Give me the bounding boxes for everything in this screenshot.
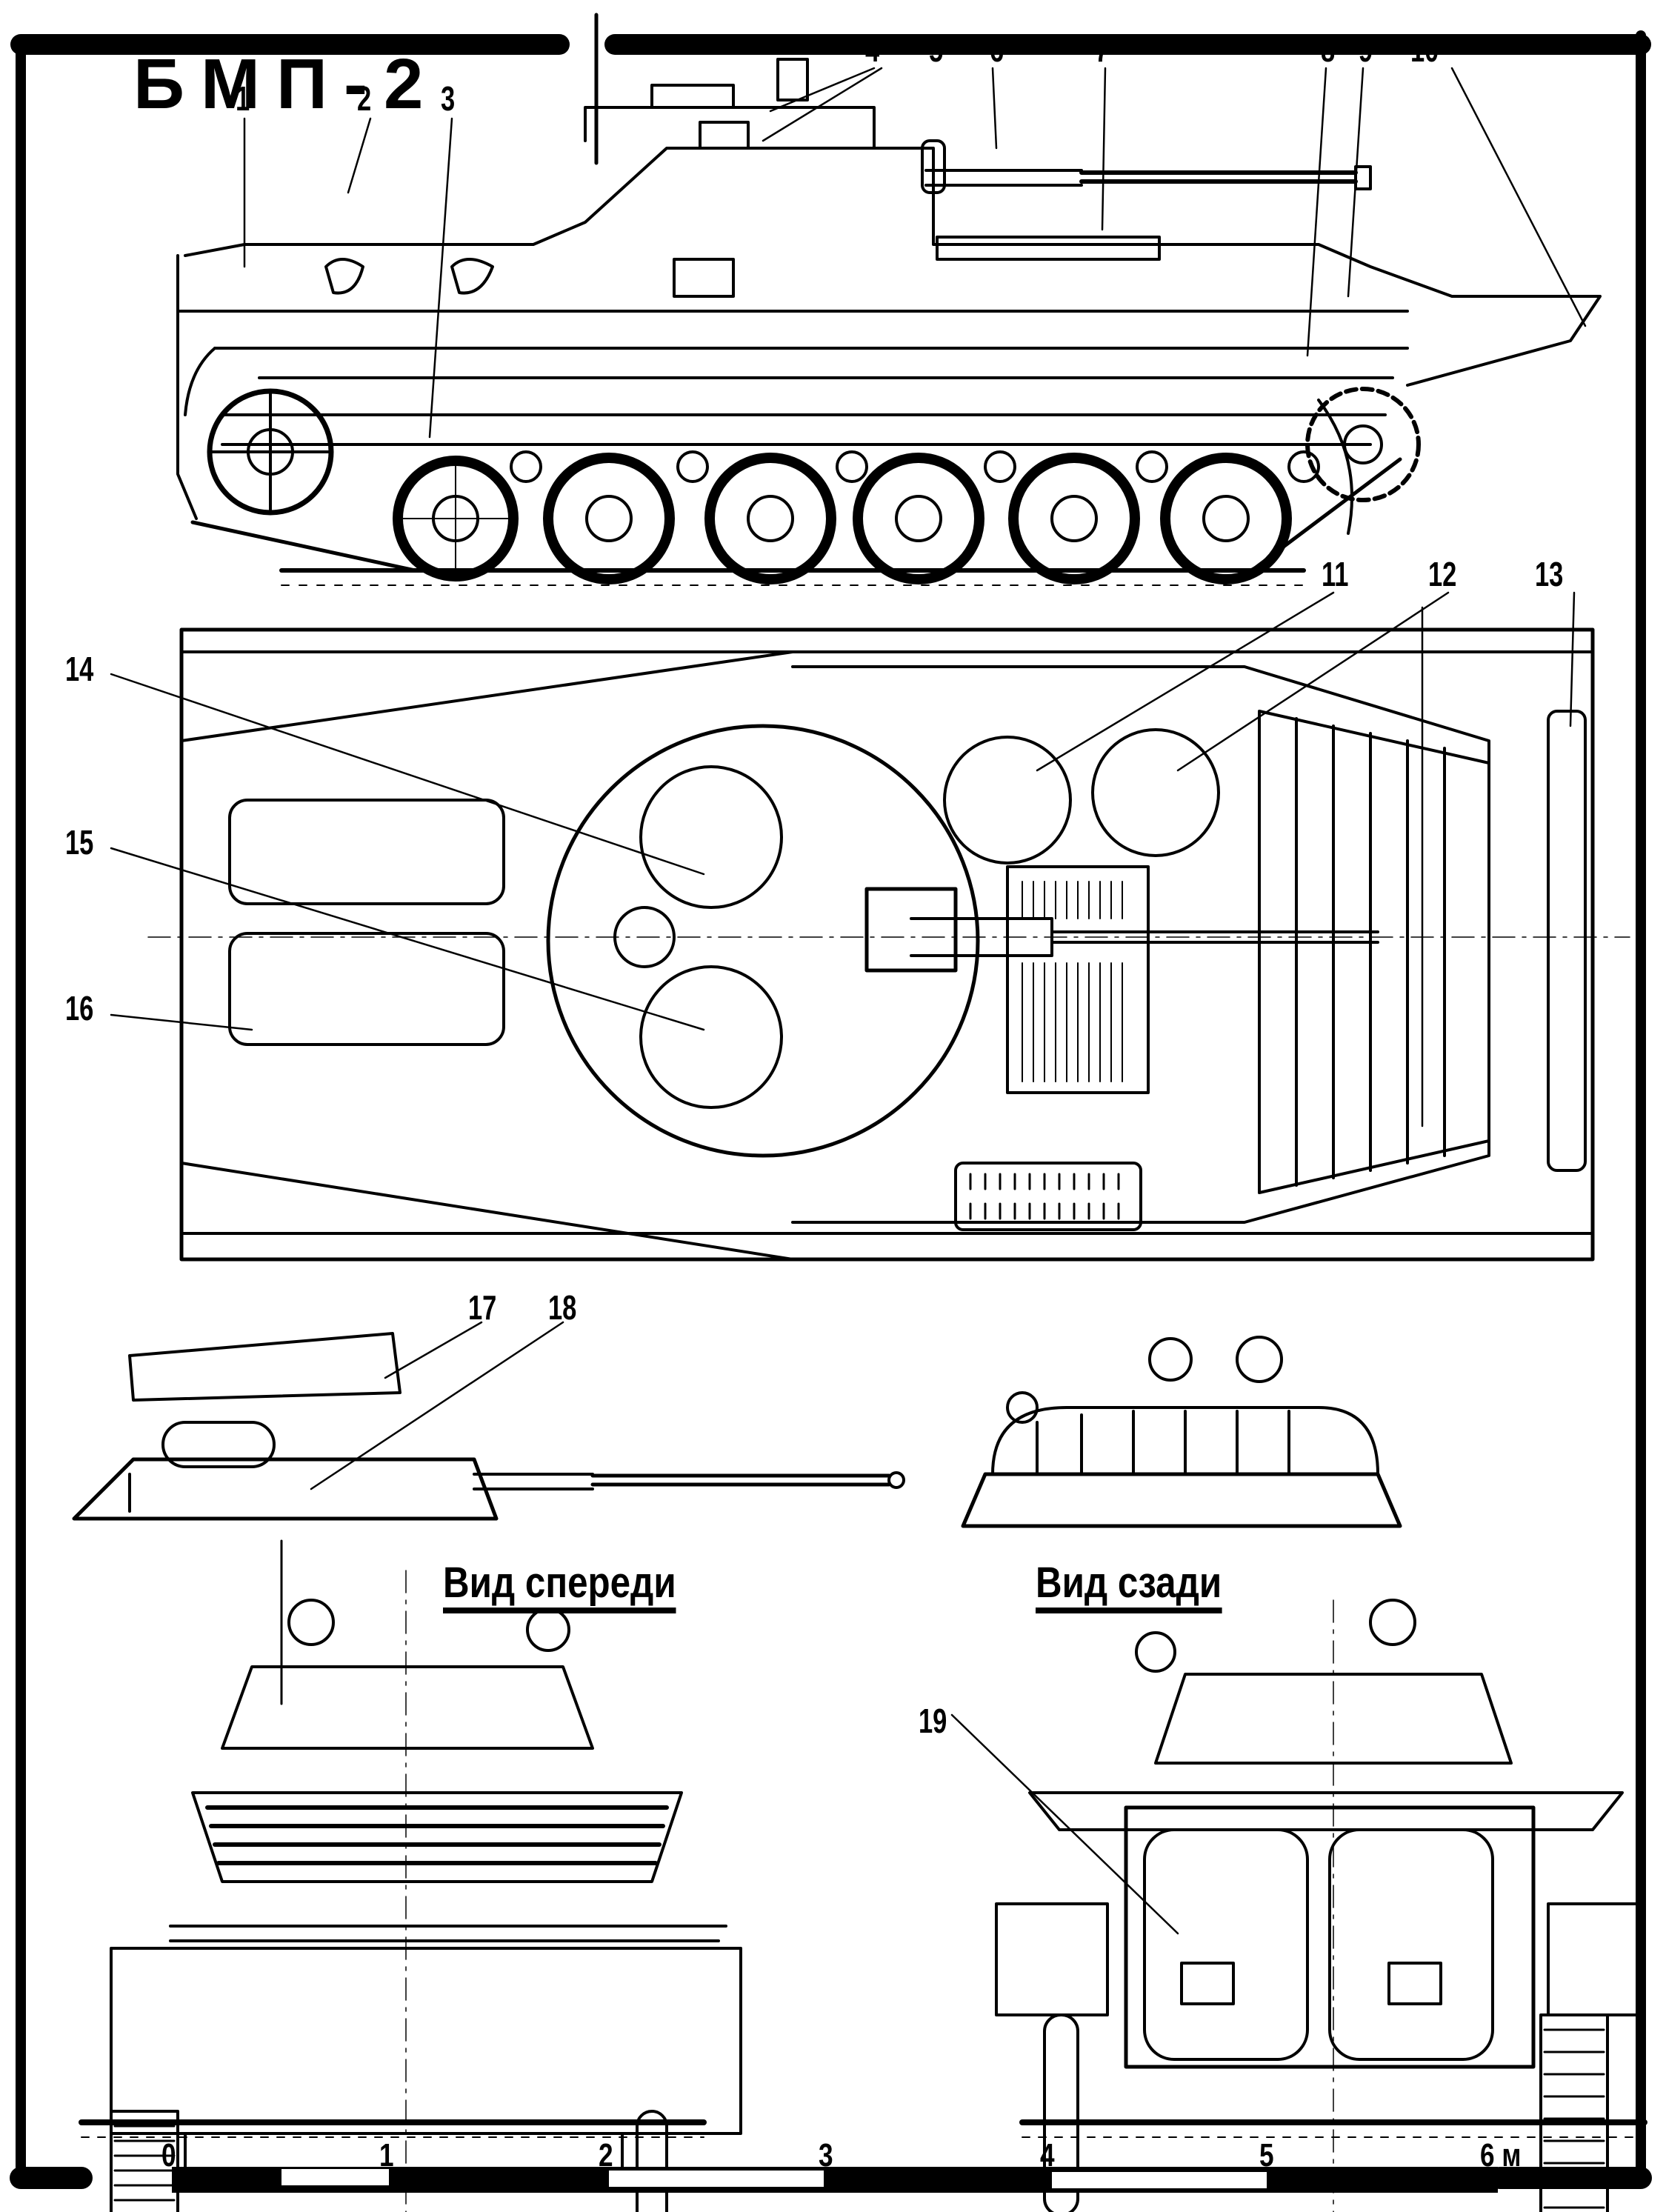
turret-rear-view [961, 1336, 1402, 1528]
callout-9: 9 [1359, 30, 1373, 69]
page-title: БМП-2 [133, 44, 440, 124]
callout-4: 4 [865, 30, 880, 69]
sheet-frame [10, 30, 1652, 2189]
callout-8: 8 [1321, 30, 1336, 69]
callout-12: 12 [1428, 555, 1457, 593]
turret-side-view [72, 1332, 905, 1521]
scale-tick-3: 3 [819, 2137, 833, 2173]
scale-tick-5: 5 [1259, 2137, 1274, 2173]
side-view [176, 13, 1602, 586]
callout-10: 10 [1410, 30, 1439, 69]
callout-19: 19 [919, 1702, 947, 1740]
front-view [110, 1539, 742, 2212]
callout-3: 3 [441, 79, 456, 118]
side-callout-leaders [243, 67, 1587, 439]
callout-5: 5 [929, 30, 944, 69]
callout-7: 7 [1095, 30, 1110, 69]
callout-13: 13 [1535, 555, 1564, 593]
scale-tick-1: 1 [379, 2137, 394, 2173]
scale-tick-4: 4 [1040, 2137, 1055, 2173]
ground-lines [79, 2119, 1647, 2138]
callout-14: 14 [65, 650, 94, 688]
callout-18: 18 [548, 1288, 577, 1327]
top-callout-leaders [110, 591, 1576, 1127]
callout-2: 2 [357, 79, 372, 118]
callout-6: 6 [990, 30, 1004, 69]
callout-11: 11 [1322, 555, 1349, 593]
callout-1: 1 [236, 79, 250, 118]
scale-tick-0: 0 [161, 2137, 176, 2173]
callout-16: 16 [65, 989, 94, 1027]
scale-bar[interactable] [172, 2167, 1498, 2193]
callout-15: 15 [65, 823, 94, 862]
scale-tick-6: 6 м [1480, 2137, 1522, 2173]
rear-view-label: Вид сзади [1036, 1562, 1222, 1613]
rear-callout-leaders [950, 1713, 1179, 1935]
front-view-label: Вид спереди [443, 1562, 676, 1613]
callout-17: 17 [468, 1288, 497, 1327]
turret-callout-leaders [310, 1321, 564, 1490]
top-view [147, 627, 1630, 1262]
rear-view [995, 1599, 1639, 2212]
scale-tick-2: 2 [599, 2137, 613, 2173]
